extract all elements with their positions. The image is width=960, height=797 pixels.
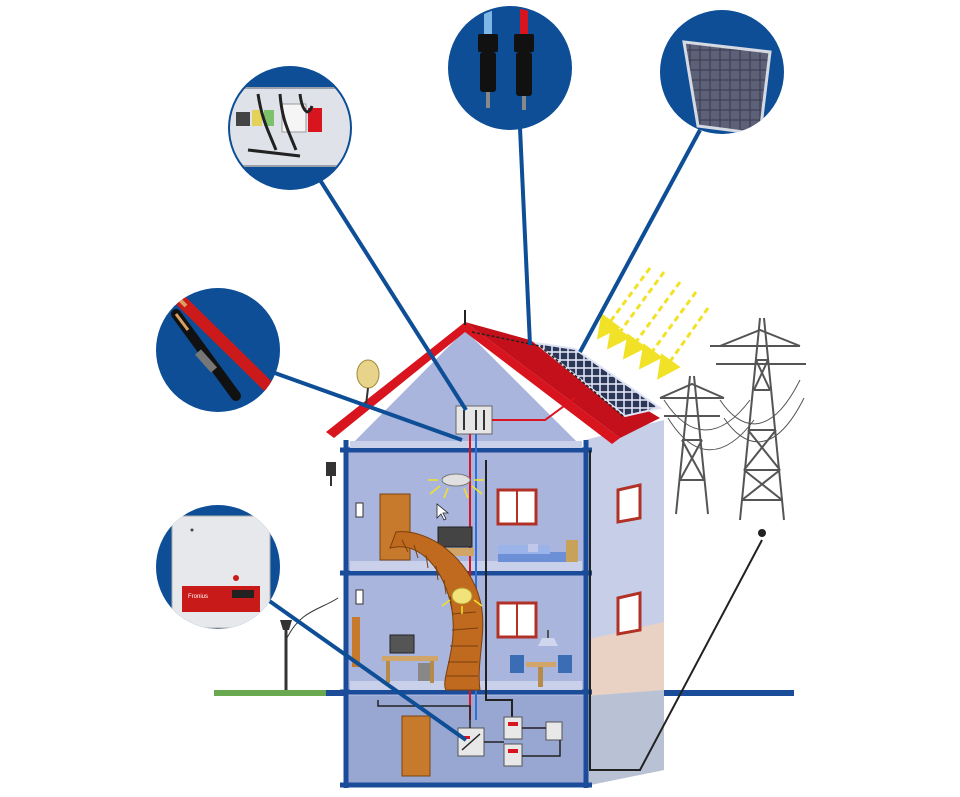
inverter-brand-label: Fronius bbox=[188, 594, 208, 600]
house-side-basement bbox=[585, 690, 664, 786]
grass-strip bbox=[214, 690, 326, 696]
satellite-dish-icon bbox=[356, 359, 380, 406]
power-pylons bbox=[659, 317, 806, 521]
callout-solar-module bbox=[660, 10, 784, 134]
street-lamp-icon bbox=[280, 597, 339, 690]
dining-table-icon bbox=[510, 630, 572, 687]
tv-icon bbox=[436, 526, 474, 556]
computer-desk-icon bbox=[382, 634, 438, 683]
grid-connection-point bbox=[758, 529, 766, 537]
basement bbox=[377, 700, 563, 777]
sun-rays bbox=[596, 267, 710, 380]
callout-lines bbox=[266, 127, 702, 742]
middle-door-edge bbox=[352, 617, 360, 667]
ceiling-lamp-icon bbox=[428, 473, 484, 499]
dc-cable-red-attic bbox=[492, 397, 576, 421]
inverter-photo-icon: Fronius bbox=[171, 515, 271, 629]
roof-side bbox=[465, 322, 660, 438]
attic-junction-box bbox=[455, 405, 493, 435]
fuse-box bbox=[545, 721, 563, 741]
callout-inverter: Fronius bbox=[156, 505, 280, 629]
house bbox=[326, 310, 766, 788]
middle-floor bbox=[352, 587, 572, 687]
energy-meter-2 bbox=[503, 743, 523, 767]
callout-line-inverter bbox=[266, 598, 468, 742]
ceiling-lamp-2-icon bbox=[441, 587, 483, 614]
callout-dc-cables bbox=[156, 288, 280, 412]
attic-floor bbox=[350, 441, 582, 448]
house-frame bbox=[340, 440, 592, 788]
bed-icon bbox=[498, 540, 578, 562]
inverter-unit bbox=[457, 727, 485, 757]
upper-door bbox=[379, 493, 411, 561]
side-windows bbox=[616, 483, 642, 636]
roof-solar-module bbox=[532, 341, 663, 418]
pylon-large bbox=[710, 317, 806, 521]
spiral-staircase bbox=[389, 531, 484, 691]
callout-line-panel bbox=[578, 129, 702, 353]
callout-junction-box bbox=[228, 66, 352, 190]
energy-meter-1 bbox=[503, 716, 523, 740]
floor-slab-1 bbox=[350, 561, 582, 571]
grid-cable bbox=[589, 450, 763, 771]
mouse-cursor-icon bbox=[436, 503, 450, 521]
callout-mc4-connectors bbox=[448, 6, 572, 130]
red-black-cable-photo-icon bbox=[164, 288, 280, 402]
solar-module-photo-icon bbox=[682, 40, 772, 134]
mc4-connector-pair-photo-icon bbox=[478, 8, 534, 110]
callout-line-cables bbox=[271, 370, 463, 442]
wall-lamp-icon bbox=[326, 462, 336, 486]
basement-door bbox=[401, 715, 431, 777]
roof-cable bbox=[471, 331, 624, 417]
callout-line-mc4 bbox=[518, 127, 532, 346]
dc-junction-box-photo-icon bbox=[230, 87, 350, 167]
wall-switch-2 bbox=[355, 589, 364, 605]
wall-switch bbox=[355, 502, 364, 518]
ac-cable bbox=[485, 460, 513, 720]
callout-line-junction-box bbox=[318, 178, 468, 412]
pylon-small bbox=[659, 375, 725, 515]
upper-floor bbox=[355, 473, 578, 562]
